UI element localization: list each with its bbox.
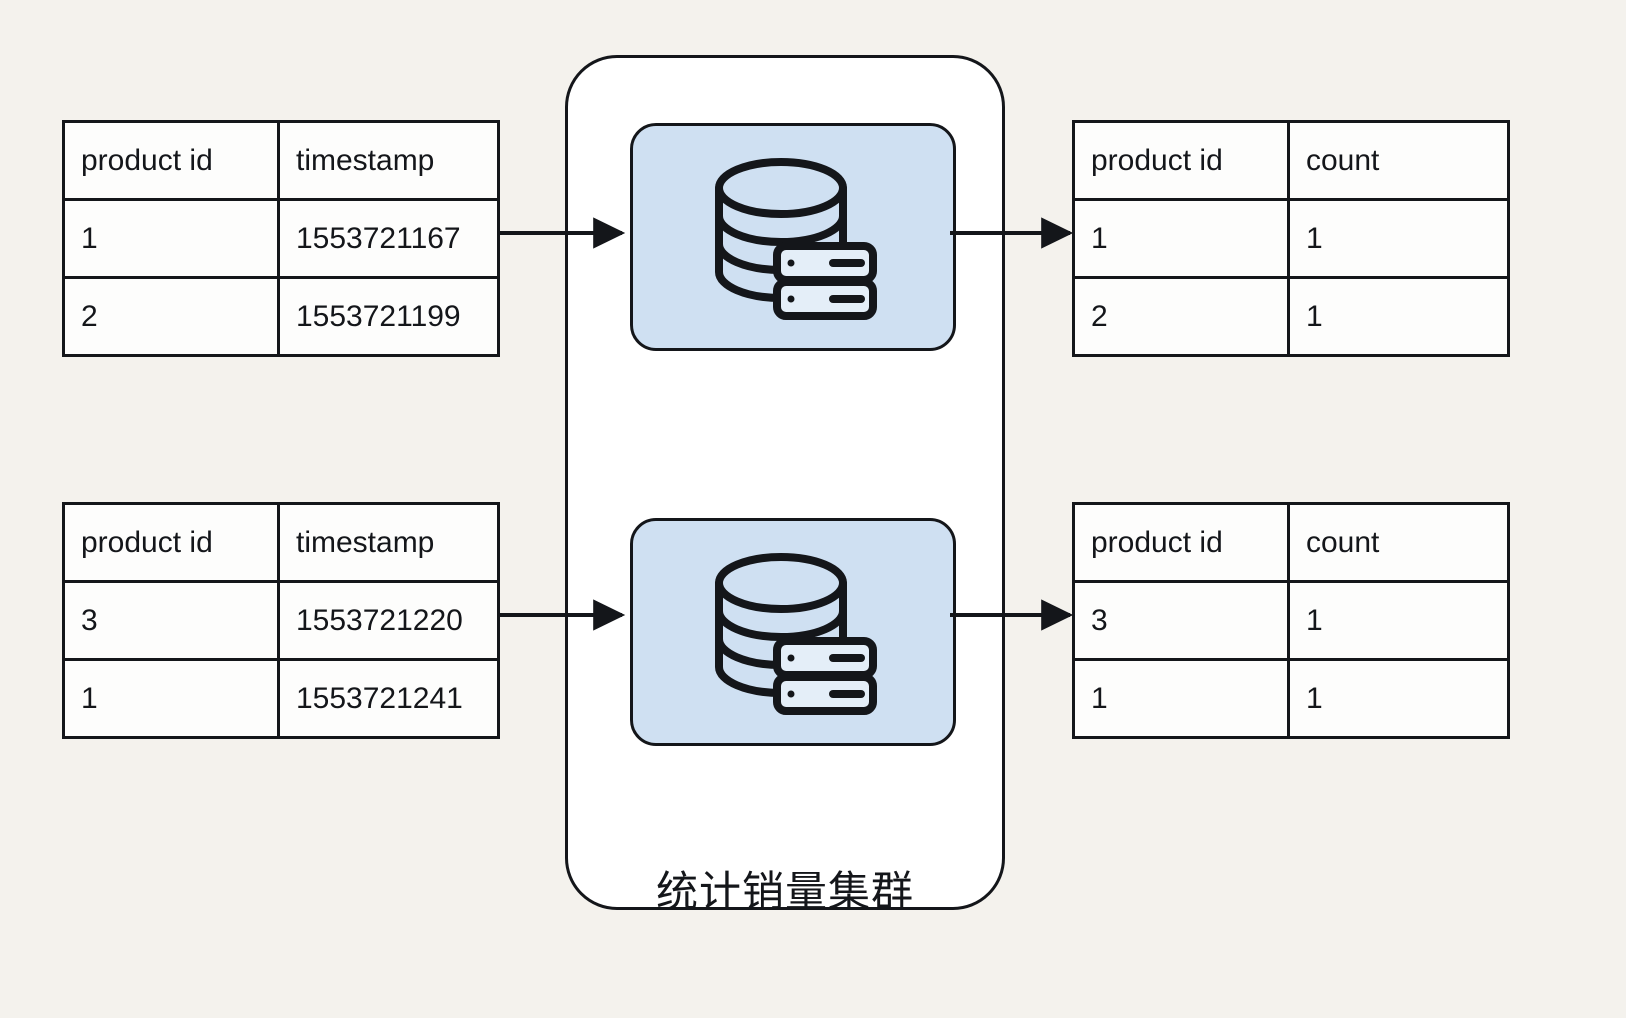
cell-timestamp: 1553721199 [277, 276, 500, 357]
table-header-row: product id timestamp [62, 120, 500, 201]
database-node-1[interactable] [630, 123, 956, 351]
cell-count: 1 [1287, 198, 1510, 279]
table-row: 1 1 [1072, 198, 1510, 279]
input-events-table-top: product id timestamp 1 1553721167 2 1553… [62, 120, 500, 357]
table-header-row: product id count [1072, 120, 1510, 201]
table-header-row: product id count [1072, 502, 1510, 583]
cell-count: 1 [1287, 276, 1510, 357]
input-events-table-bottom: product id timestamp 3 1553721220 1 1553… [62, 502, 500, 739]
column-header-product-id: product id [1072, 120, 1290, 201]
cluster-container: 统计销量集群 [565, 55, 1005, 916]
cell-product-id: 1 [62, 198, 280, 279]
table-row: 1 1553721241 [62, 658, 500, 739]
table-row: 3 1553721220 [62, 580, 500, 661]
column-header-timestamp: timestamp [277, 502, 500, 583]
output-counts-table-bottom: product id count 3 1 1 1 [1072, 502, 1510, 739]
database-node-2[interactable] [630, 518, 956, 746]
cell-product-id: 3 [1072, 580, 1290, 661]
cell-product-id: 3 [62, 580, 280, 661]
cell-count: 1 [1287, 580, 1510, 661]
cell-product-id: 2 [1072, 276, 1290, 357]
column-header-product-id: product id [1072, 502, 1290, 583]
cluster-label: 统计销量集群 [655, 867, 914, 916]
column-header-product-id: product id [62, 502, 280, 583]
database-server-icon [698, 152, 888, 322]
cell-timestamp: 1553721167 [277, 198, 500, 279]
output-counts-table-top: product id count 1 1 2 1 [1072, 120, 1510, 357]
column-header-count: count [1287, 120, 1510, 201]
cell-count: 1 [1287, 658, 1510, 739]
column-header-count: count [1287, 502, 1510, 583]
database-server-icon [698, 547, 888, 717]
table-row: 2 1553721199 [62, 276, 500, 357]
cell-product-id: 1 [62, 658, 280, 739]
column-header-product-id: product id [62, 120, 280, 201]
table-row: 1 1553721167 [62, 198, 500, 279]
table-row: 2 1 [1072, 276, 1510, 357]
cell-product-id: 2 [62, 276, 280, 357]
table-header-row: product id timestamp [62, 502, 500, 583]
table-row: 1 1 [1072, 658, 1510, 739]
cell-product-id: 1 [1072, 658, 1290, 739]
column-header-timestamp: timestamp [277, 120, 500, 201]
cell-product-id: 1 [1072, 198, 1290, 279]
table-row: 3 1 [1072, 580, 1510, 661]
cell-timestamp: 1553721241 [277, 658, 500, 739]
cell-timestamp: 1553721220 [277, 580, 500, 661]
